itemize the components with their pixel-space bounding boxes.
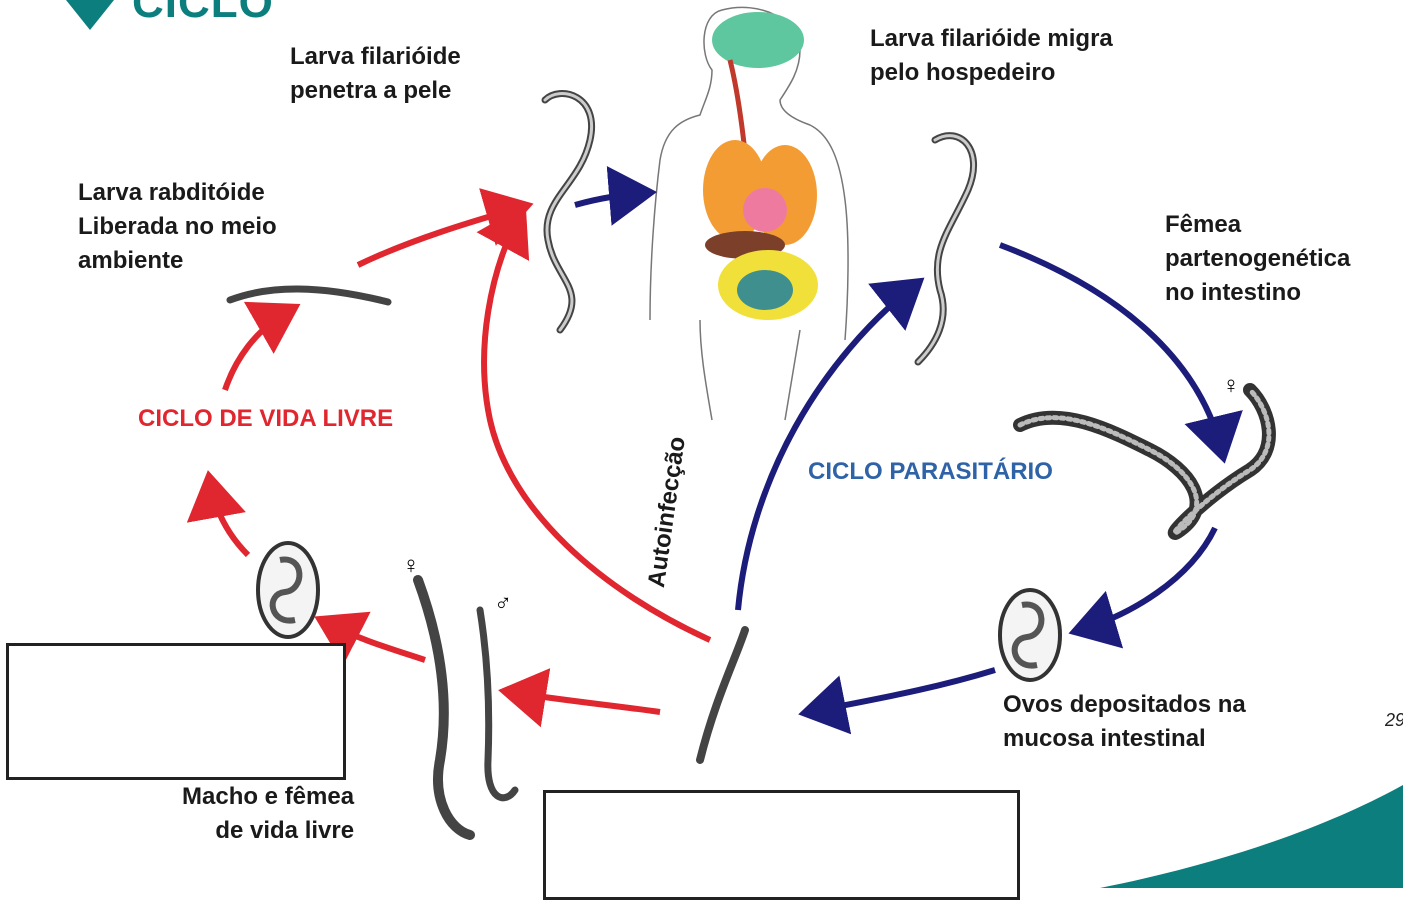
label-line: no intestino	[1165, 276, 1350, 310]
label-adults: Macho e fêmea de vida livre	[182, 780, 354, 848]
hatched-larva	[700, 630, 745, 760]
free-living-female	[418, 580, 470, 835]
heart-icon	[743, 188, 787, 232]
rhabditoid-larva	[230, 289, 388, 302]
mask-box-bottom	[543, 790, 1020, 900]
label-eggs: Ovos depositados na mucosa intestinal	[1003, 688, 1246, 756]
parasitic-cycle-label: CICLO PARASITÁRIO	[808, 458, 1053, 486]
label-line: partenogenética	[1165, 242, 1350, 276]
label-line: de vida livre	[182, 814, 354, 848]
label-line: Macho e fêmea	[182, 780, 354, 814]
label-line: Larva filarióide	[290, 40, 461, 74]
label-line: pelo hospedeiro	[870, 56, 1113, 90]
free-cycle-label: CICLO DE VIDA LIVRE	[138, 405, 393, 433]
human-body-figure	[650, 7, 848, 420]
label-line: ambiente	[78, 244, 277, 278]
parthenogenetic-female	[1020, 390, 1269, 533]
label-line: Larva filarióide migra	[870, 22, 1113, 56]
filariform-larva-2	[918, 136, 974, 362]
label-line: Liberada no meio	[78, 210, 277, 244]
label-host-migration: Larva filarióide migra pelo hospedeiro	[870, 22, 1113, 90]
egg-left	[258, 543, 318, 637]
female-symbol-parasite: ♀	[1222, 372, 1240, 400]
label-female-intestine: Fêmea partenogenética no intestino	[1165, 208, 1350, 310]
egg-right	[1000, 590, 1060, 680]
page-number: 29	[1385, 710, 1403, 731]
label-rhabditoid: Larva rabditóide Liberada no meio ambien…	[78, 176, 277, 278]
female-symbol-free: ♀	[402, 552, 420, 580]
label-line: Ovos depositados na	[1003, 688, 1246, 722]
label-line: mucosa intestinal	[1003, 722, 1246, 756]
mask-box-left	[6, 643, 346, 780]
label-skin-penetration: Larva filarióide penetra a pele	[290, 40, 461, 108]
male-symbol-free: ♂	[494, 590, 512, 618]
corner-wave	[1100, 785, 1403, 888]
label-line: penetra a pele	[290, 74, 461, 108]
label-line: Larva rabditóide	[78, 176, 277, 210]
label-line: Fêmea	[1165, 208, 1350, 242]
brain-icon	[712, 12, 804, 68]
free-living-male	[480, 610, 515, 798]
